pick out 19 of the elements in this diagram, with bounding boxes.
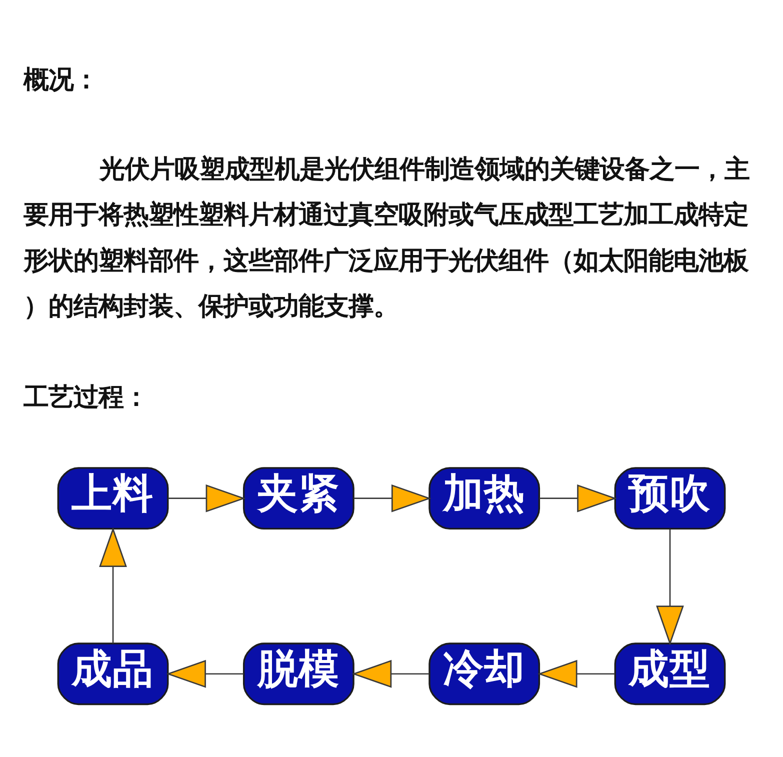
node-box: 预吹 <box>614 467 726 530</box>
label: 光伏片吸塑成型机是光伏组件制造领域的关键设备之一，主要用于将热塑性塑料片材通过真空吸附或气压成型工艺加工成特定形状的塑料部件，这些部件广泛应用于光伏组件（如太阳能电池板）的结构封装、保护或功能支撑。 <box>24 154 750 320</box>
label: 工艺过程： <box>24 382 149 412</box>
node-box: 夹紧 <box>242 467 354 530</box>
arrow <box>168 484 246 512</box>
node-box: 脱模 <box>242 642 354 706</box>
arrow <box>352 660 430 688</box>
node-box: 加热 <box>428 467 540 530</box>
node-box: 成型 <box>614 642 726 706</box>
arrow <box>537 660 615 688</box>
arrow <box>99 527 127 644</box>
arrow <box>354 484 432 512</box>
arrow <box>166 660 244 688</box>
arrow <box>656 529 684 646</box>
node-box: 成品 <box>57 642 169 706</box>
node-box: 上料 <box>57 467 169 530</box>
arrow <box>539 484 617 512</box>
label: 概况： <box>24 65 99 94</box>
node-box: 冷却 <box>428 642 540 706</box>
